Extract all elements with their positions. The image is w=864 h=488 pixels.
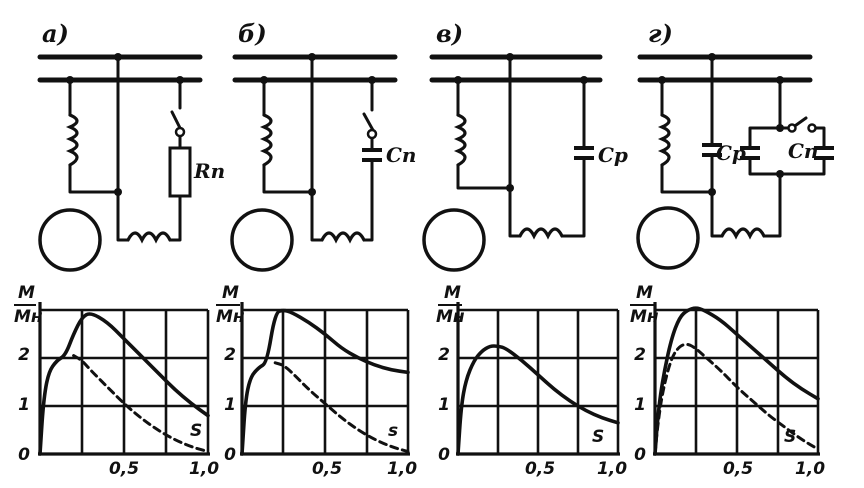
x-tick-label-1-0: 1,0 xyxy=(189,459,219,479)
auxiliary-winding-coil xyxy=(518,227,564,240)
x-tick-label-1-0: 1,0 xyxy=(795,459,825,479)
series-solid-curve xyxy=(38,312,210,456)
y-tick-label-1: 1 xyxy=(438,395,450,415)
y-tick-label-1: 1 xyxy=(224,395,236,415)
rotor-symbol xyxy=(230,208,294,272)
capacitor-wire xyxy=(560,78,586,238)
component-label-cr: Cр xyxy=(716,141,746,165)
armature-feed-wire xyxy=(116,55,130,242)
ylabel-numerator: M xyxy=(222,283,239,303)
x-tick-label-0-5: 0,5 xyxy=(109,459,139,479)
auxiliary-winding-coil xyxy=(720,227,766,240)
panel-b-chart: M Mн 2 1 0 0,5 1,0 s xyxy=(216,283,417,479)
panel-g: г) Cр Cп xyxy=(630,19,834,479)
y-tick-label-0: 0 xyxy=(634,445,646,465)
junction-dot xyxy=(708,188,716,196)
switch-contact xyxy=(174,126,186,138)
panel-g-label: г) xyxy=(648,19,673,48)
junction-dot xyxy=(308,188,316,196)
ylabel-numerator: M xyxy=(444,283,461,303)
x-tick-label-1-0: 1,0 xyxy=(597,459,627,479)
ylabel-denominator: Mн xyxy=(216,307,245,327)
armature-feed-wire xyxy=(710,55,724,238)
auxiliary-wire xyxy=(762,172,782,238)
auxiliary-winding-coil xyxy=(320,231,366,244)
panel-b: б) Cп M Mн xyxy=(216,19,417,479)
auxiliary-wire xyxy=(168,198,182,242)
centrifugal-switch xyxy=(170,78,184,202)
chart-grid xyxy=(40,308,210,453)
switch-contact xyxy=(807,123,817,133)
y-tick-label-0: 0 xyxy=(18,445,30,465)
y-tick-label-1: 1 xyxy=(18,395,30,415)
series-solid-curve xyxy=(240,308,410,456)
panel-v-chart: M Mн 2 1 0 0,5 1,0 S xyxy=(436,283,627,479)
rotor-symbol xyxy=(38,208,102,272)
component-label-cp: Cп xyxy=(386,143,416,167)
auxiliary-winding-coil xyxy=(126,231,172,244)
junction-dot xyxy=(506,184,514,192)
x-axis-label-s: S xyxy=(190,421,202,441)
component-label-rp: Rп xyxy=(193,159,225,183)
ylabel-denominator: Mн xyxy=(14,307,43,327)
series-dashed-curve xyxy=(653,342,820,456)
rotor-symbol xyxy=(636,206,700,270)
y-tick-label-2: 2 xyxy=(18,345,30,365)
panel-g-circuit: Cр Cп xyxy=(636,53,834,270)
series-dashed-curve xyxy=(72,354,210,454)
capacitor-bank-wire xyxy=(748,78,826,176)
rotor-symbol xyxy=(422,208,486,272)
panel-g-chart: M Mн 2 1 0 0,5 1,0 S xyxy=(630,283,825,479)
y-tick-label-2: 2 xyxy=(224,345,236,365)
field-winding-coil xyxy=(453,113,467,167)
panel-b-circuit: Cп xyxy=(230,53,416,272)
chart-grid xyxy=(242,308,410,453)
panel-v-circuit: Cр xyxy=(422,53,628,272)
panel-a-circuit: Rп xyxy=(37,53,225,272)
panel-b-label: б) xyxy=(238,19,267,48)
field-winding-wire xyxy=(456,78,512,190)
x-tick-label-0-5: 0,5 xyxy=(525,459,555,479)
panel-v: в) Cр M Mн xyxy=(422,19,628,479)
y-tick-label-2: 2 xyxy=(634,345,646,365)
series-solid-curve xyxy=(653,306,820,456)
field-winding-coil xyxy=(259,113,273,167)
x-axis-label-s: s xyxy=(388,421,398,441)
component-label-cp: Cп xyxy=(788,139,818,163)
junction-dot xyxy=(114,188,122,196)
series-solid-curve xyxy=(456,344,620,456)
panel-v-label: в) xyxy=(436,19,463,48)
field-winding-wire xyxy=(262,78,314,194)
field-winding-wire xyxy=(660,78,714,194)
x-tick-label-0-5: 0,5 xyxy=(723,459,753,479)
switch-and-capacitor-wire xyxy=(362,78,376,242)
panel-a-label: а) xyxy=(42,19,69,48)
chart-grid xyxy=(458,308,620,453)
x-axis-label-s: S xyxy=(592,427,604,447)
ylabel-numerator: M xyxy=(636,283,653,303)
ylabel-numerator: M xyxy=(18,283,35,303)
y-tick-label-1: 1 xyxy=(634,395,646,415)
y-tick-label-0: 0 xyxy=(438,445,450,465)
y-tick-label-0: 0 xyxy=(224,445,236,465)
field-winding-wire xyxy=(68,78,120,194)
start-resistor xyxy=(168,146,192,198)
switch-contact xyxy=(787,123,797,133)
field-winding-coil xyxy=(657,113,671,167)
y-tick-label-2: 2 xyxy=(438,345,450,365)
x-tick-label-0-5: 0,5 xyxy=(312,459,342,479)
ylabel-denominator: Mн xyxy=(630,307,659,327)
armature-feed-wire xyxy=(508,55,522,238)
switch-contact xyxy=(366,128,378,140)
x-tick-label-1-0: 1,0 xyxy=(387,459,417,479)
component-label-cr: Cр xyxy=(598,143,628,167)
series-dashed-curve xyxy=(273,361,410,454)
panel-a-chart: M Mн 2 1 0 0,5 1,0 S xyxy=(14,283,219,479)
panel-a: а) Rп M Mн xyxy=(14,19,225,479)
armature-feed-wire xyxy=(310,55,324,242)
field-winding-coil xyxy=(65,113,79,167)
